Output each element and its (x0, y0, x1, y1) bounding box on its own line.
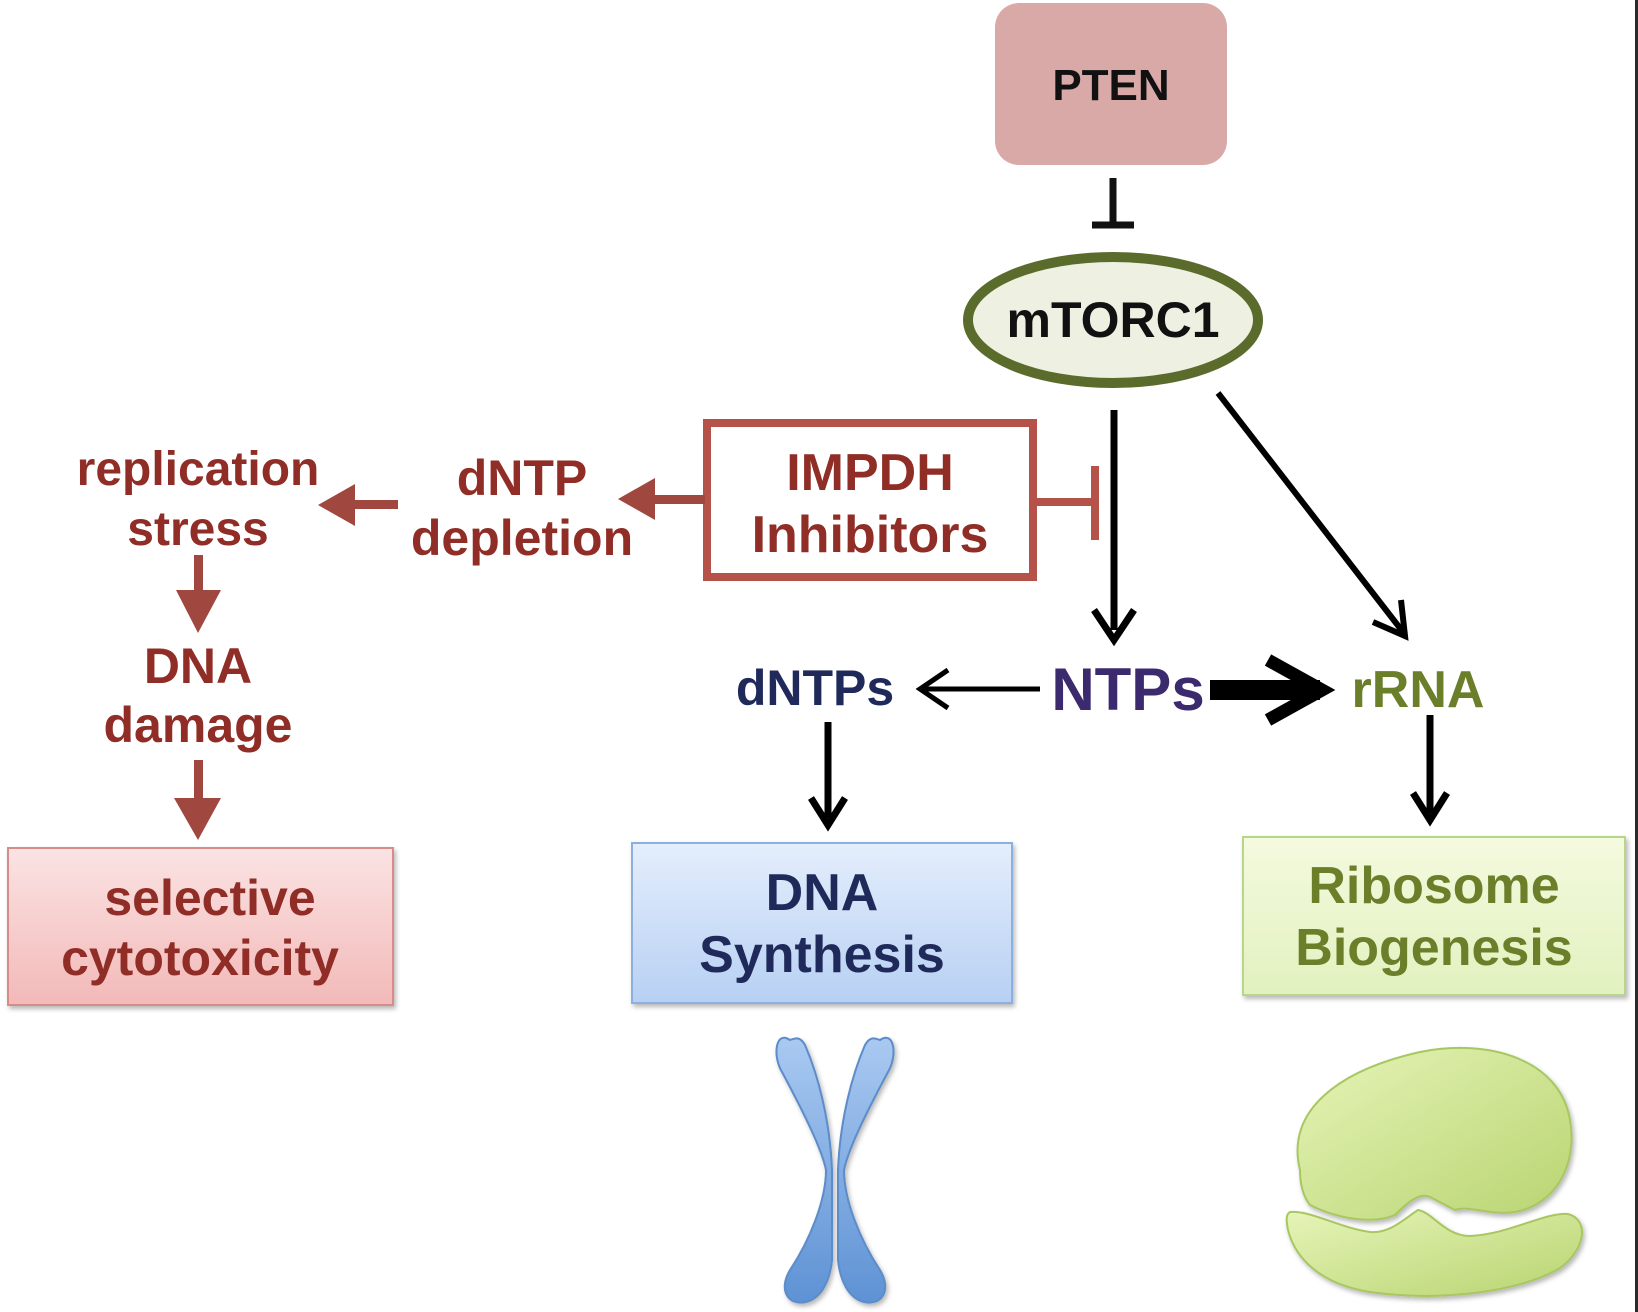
mtorc1-node (963, 252, 1263, 388)
arrow-rrna-ribosome-biogenesis (1410, 715, 1450, 827)
dna-synthesis-node (631, 842, 1013, 1004)
chromosome-icon (775, 1036, 895, 1304)
arrow-mtorc1-rrna (1215, 391, 1409, 641)
arrow-ntps-rrna (1210, 654, 1336, 726)
impdh-label-line2: Inhibitors (752, 506, 989, 564)
impdh-label-line1: IMPDH (786, 444, 954, 502)
right-border (1635, 0, 1638, 1312)
dna-damage-line2: damage (104, 697, 293, 753)
ribosome-biogenesis-line2: Biogenesis (1295, 919, 1572, 977)
arrow-depletion-stress (318, 484, 398, 526)
dna-synthesis-line2: Synthesis (699, 926, 945, 984)
arrow-mtorc1-ntps (1091, 410, 1137, 647)
inhibition-impdh-ntps (1037, 466, 1099, 540)
mtorc1-label: mTORC1 (1006, 292, 1219, 348)
dntp-depletion-line1: dNTP (457, 450, 588, 506)
arrow-impdh-depletion (618, 478, 705, 520)
pten-node (995, 3, 1227, 165)
inhibition-pten-mtorc1 (1092, 178, 1134, 229)
dna-damage-line1: DNA (144, 638, 252, 694)
ntps-node: NTPs (1051, 656, 1204, 723)
ribosome-biogenesis-line1: Ribosome (1308, 857, 1559, 915)
impdh-inhibitors-node (703, 419, 1037, 581)
cytotoxicity-line2: cytotoxicity (61, 930, 339, 986)
arrow-damage-cytotoxicity (174, 760, 221, 840)
rrna-node: rRNA (1352, 661, 1485, 719)
replication-stress-line1: replication (77, 443, 320, 496)
selective-cytotoxicity-node (7, 847, 394, 1006)
ribosome-icon (1285, 1046, 1583, 1297)
arrow-stress-damage (176, 555, 221, 633)
pten-label: PTEN (1052, 61, 1169, 110)
ribosome-biogenesis-node (1242, 836, 1626, 996)
dntps-node: dNTPs (736, 660, 894, 716)
cytotoxicity-line1: selective (104, 870, 315, 926)
replication-stress-line2: stress (127, 503, 268, 556)
dna-synthesis-line1: DNA (766, 864, 879, 922)
dntp-depletion-line2: depletion (411, 510, 633, 566)
arrow-dntps-dna-synthesis (808, 722, 848, 832)
arrow-ntps-dntps (915, 667, 1040, 711)
